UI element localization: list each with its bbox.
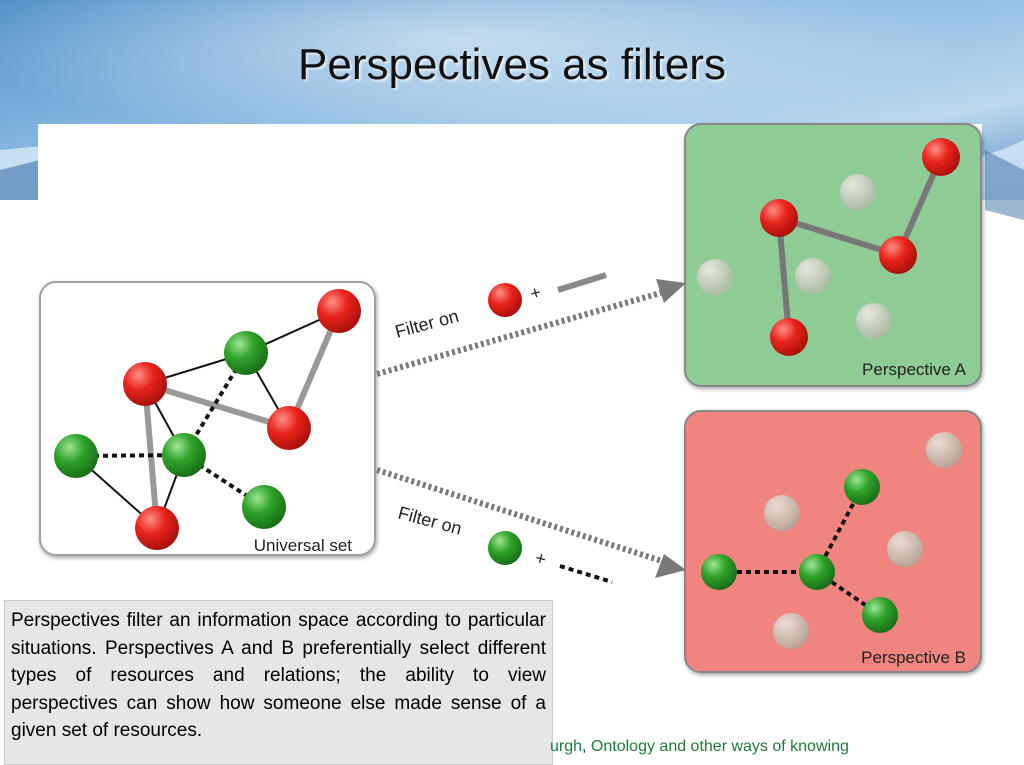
dotted-arrow-line bbox=[376, 467, 663, 564]
node-red bbox=[135, 506, 179, 550]
node-faded bbox=[856, 303, 892, 339]
node-green bbox=[162, 433, 206, 477]
node-green bbox=[242, 485, 286, 529]
node-faded bbox=[795, 258, 831, 294]
universal-set-label: Universal set bbox=[254, 536, 353, 555]
perspective-a-label: Perspective A bbox=[862, 360, 967, 379]
footer-left: urgh bbox=[550, 738, 583, 755]
node-red bbox=[123, 362, 167, 406]
filter-b-text: Filter on bbox=[396, 503, 464, 539]
node-green bbox=[844, 469, 880, 505]
node-faded bbox=[840, 174, 876, 210]
arrow-head-icon bbox=[655, 554, 686, 578]
filter-arrow-a: Filter on + bbox=[376, 272, 686, 377]
caption-text: Perspectives filter an information space… bbox=[11, 610, 546, 742]
footer-separator: , bbox=[582, 738, 587, 755]
solid-edge-legend-icon bbox=[557, 272, 607, 293]
node-green bbox=[862, 597, 898, 633]
filter-arrow-b: Filter on + bbox=[376, 467, 686, 584]
footer: urgh, Ontology and other ways of knowing bbox=[550, 738, 849, 756]
edge bbox=[144, 381, 290, 431]
node-red bbox=[879, 236, 917, 274]
dotted-edge-legend-icon bbox=[559, 564, 613, 584]
perspective-a-panel: Perspective A bbox=[684, 123, 982, 387]
node-red bbox=[770, 318, 808, 356]
node-faded bbox=[764, 495, 800, 531]
filter-green-node-icon bbox=[488, 531, 522, 565]
footer-right: Ontology and other ways of knowing bbox=[586, 738, 849, 755]
universal-set-panel: Universal set bbox=[39, 281, 376, 556]
edge bbox=[815, 486, 864, 573]
node-green bbox=[224, 331, 268, 375]
edge bbox=[778, 215, 899, 258]
plus-sign: + bbox=[528, 282, 543, 304]
node-red bbox=[922, 138, 960, 176]
dotted-arrow-line bbox=[376, 289, 665, 377]
filter-red-node-icon bbox=[488, 283, 522, 317]
edge bbox=[776, 217, 792, 338]
node-green bbox=[799, 554, 835, 590]
node-red bbox=[317, 289, 361, 333]
node-faded bbox=[926, 432, 962, 468]
slide-title: Perspectives as filters bbox=[298, 40, 726, 89]
arrow-head-icon bbox=[656, 279, 686, 303]
node-faded bbox=[773, 613, 809, 649]
edge bbox=[182, 453, 266, 509]
plus-sign: + bbox=[533, 548, 548, 570]
caption-box: Perspectives filter an information space… bbox=[4, 600, 553, 765]
node-green bbox=[54, 434, 98, 478]
node-red bbox=[760, 199, 798, 237]
node-faded bbox=[697, 259, 733, 295]
node-red bbox=[267, 406, 311, 450]
perspective-b-panel: Perspective B bbox=[684, 410, 982, 673]
node-green bbox=[701, 554, 737, 590]
node-faded bbox=[887, 531, 923, 567]
filter-a-text: Filter on bbox=[393, 306, 461, 342]
perspective-b-label: Perspective B bbox=[861, 648, 966, 667]
